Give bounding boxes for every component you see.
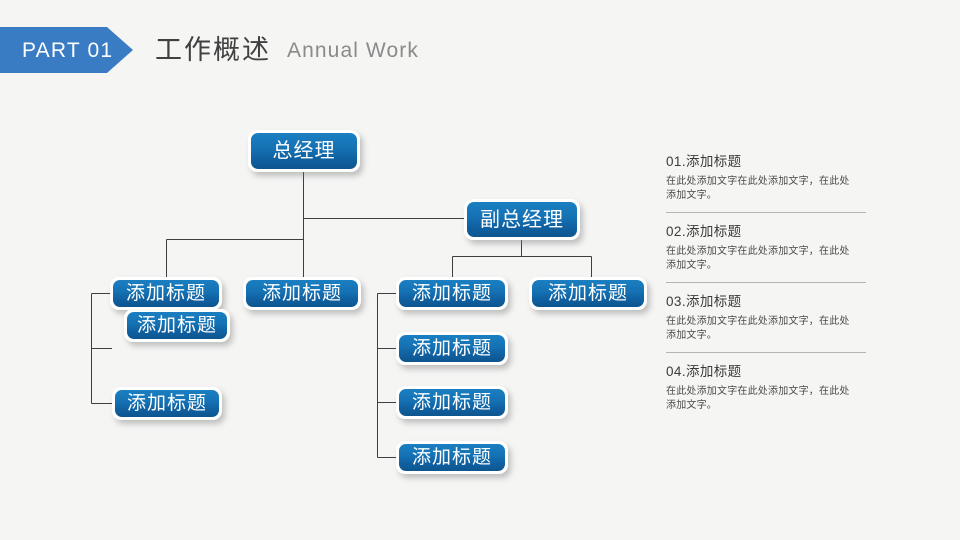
org-node-left-3-body: 添加标题: [115, 390, 219, 417]
page-title: 工作概述: [155, 35, 271, 65]
org-node-left-2-body: 添加标题: [246, 280, 358, 307]
org-node-left-3-label: 添加标题: [126, 393, 207, 414]
org-node-right-4[interactable]: 添加标题: [396, 441, 508, 474]
org-chart: 总经理 副总经理 添加标题 添加标题 添加标题: [90, 130, 647, 474]
org-node-left-2-label: 添加标题: [261, 283, 342, 304]
org-node-right-side-label: 添加标题: [547, 283, 628, 304]
org-node-right-side[interactable]: 添加标题: [529, 277, 647, 310]
org-chart-connectors: [90, 172, 593, 459]
side-panel-item-03-title: 03.添加标题: [666, 294, 742, 309]
side-panel-item-04-body: 在此处添加文字在此处添加文字，在此处添加文字。: [666, 386, 850, 411]
page-subtitle: Annual Work: [287, 39, 419, 62]
org-node-right-4-body: 添加标题: [399, 444, 505, 471]
side-panel-item-03-body: 在此处添加文字在此处添加文字，在此处添加文字。: [666, 316, 850, 341]
org-node-right-2-body: 添加标题: [399, 335, 505, 362]
side-panel-item-01-title: 01.添加标题: [666, 154, 742, 169]
side-panel-item-02-title: 02.添加标题: [666, 224, 742, 239]
org-node-right-3-label: 添加标题: [411, 392, 492, 413]
org-node-vice-ceo-body: 副总经理: [467, 202, 577, 237]
org-node-right-side-body: 添加标题: [532, 280, 644, 307]
org-node-right-2-label: 添加标题: [411, 338, 492, 359]
org-node-left-1-body: 添加标题: [113, 280, 219, 307]
org-node-left-1b[interactable]: 添加标题: [124, 309, 230, 342]
side-panel-item-04-title: 04.添加标题: [666, 364, 742, 379]
side-panel-item-01: 01.添加标题 在此处添加文字在此处添加文字，在此处添加文字。: [666, 152, 866, 212]
org-node-left-3[interactable]: 添加标题: [112, 387, 222, 420]
part-number-label: PART 01: [22, 38, 114, 62]
org-node-ceo-label: 总经理: [272, 140, 336, 162]
org-node-right-1-body: 添加标题: [399, 280, 505, 307]
org-node-right-2[interactable]: 添加标题: [396, 332, 508, 365]
org-node-ceo-body: 总经理: [251, 133, 357, 169]
org-node-left-1-label: 添加标题: [125, 283, 206, 304]
org-node-right-3-body: 添加标题: [399, 389, 505, 416]
side-panel-item-04: 04.添加标题 在此处添加文字在此处添加文字，在此处添加文字。: [666, 352, 866, 422]
org-node-right-1-label: 添加标题: [411, 283, 492, 304]
org-node-ceo[interactable]: 总经理: [248, 130, 360, 172]
org-node-right-1[interactable]: 添加标题: [396, 277, 508, 310]
side-panel-item-01-body: 在此处添加文字在此处添加文字，在此处添加文字。: [666, 176, 850, 201]
side-panel-item-02-body: 在此处添加文字在此处添加文字，在此处添加文字。: [666, 246, 850, 271]
org-node-right-3[interactable]: 添加标题: [396, 386, 508, 419]
org-node-left-1b-body: 添加标题: [127, 312, 227, 339]
org-node-vice-ceo[interactable]: 副总经理: [464, 199, 580, 240]
slide-header: PART 01 工作概述 Annual Work: [0, 27, 960, 73]
org-node-left-1[interactable]: 添加标题: [110, 277, 222, 310]
org-node-left-1b-label: 添加标题: [136, 315, 217, 336]
org-node-vice-ceo-label: 副总经理: [480, 208, 564, 231]
part-number-banner: PART 01: [0, 27, 133, 73]
org-node-right-4-label: 添加标题: [411, 447, 492, 468]
side-panel-item-02: 02.添加标题 在此处添加文字在此处添加文字，在此处添加文字。: [666, 212, 866, 282]
org-node-left-2[interactable]: 添加标题: [243, 277, 361, 310]
side-panel: 01.添加标题 在此处添加文字在此处添加文字，在此处添加文字。 02.添加标题 …: [666, 152, 866, 422]
side-panel-item-03: 03.添加标题 在此处添加文字在此处添加文字，在此处添加文字。: [666, 282, 866, 352]
